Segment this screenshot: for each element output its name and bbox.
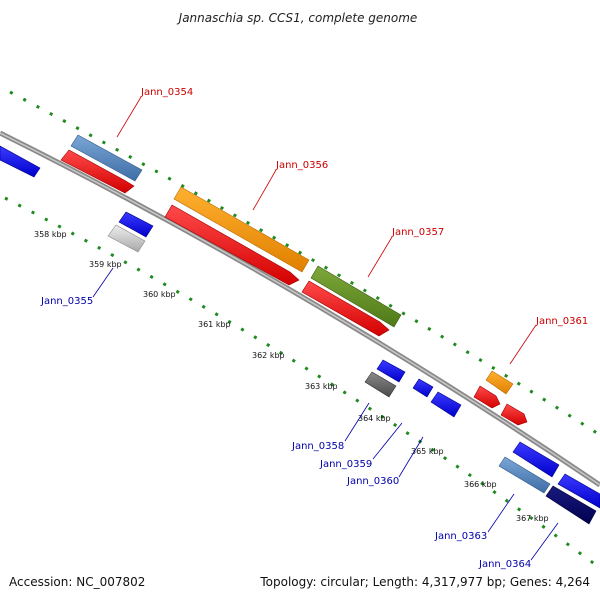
label-jann-0363[interactable]: Jann_0363 (434, 531, 487, 542)
leader-line-jann-0354 (116, 96, 142, 138)
kbp-tick-359: 359 kbp (89, 260, 122, 269)
kbp-tick-365: 365 kbp (411, 447, 444, 456)
kbp-tick-364: 364 kbp (358, 414, 391, 423)
label-jann-0359[interactable]: Jann_0359 (319, 459, 372, 470)
accession-text: Accession: NC_007802 (9, 575, 145, 589)
genome-backbone (0, 130, 600, 488)
kbp-tick-367: 367 kbp (516, 514, 549, 523)
kbp-tick-366: 366 kbp (464, 480, 497, 489)
gene-blue-3[interactable] (512, 441, 560, 478)
label-jann-0361[interactable]: Jann_0361 (535, 316, 588, 327)
label-jann-0360[interactable]: Jann_0360 (346, 476, 399, 487)
genome-backbone-highlight (0, 132, 600, 486)
gene-jann-0356[interactable] (173, 186, 310, 273)
leader-line-jann-0361 (509, 324, 537, 365)
label-jann-0358[interactable]: Jann_0358 (291, 441, 344, 452)
leader-line-jann-0359 (372, 422, 403, 460)
label-jann-0356[interactable]: Jann_0356 (275, 160, 328, 171)
gene-red-arrow-3[interactable] (301, 280, 390, 337)
map-title: Jannaschia sp. CCS1, complete genome (177, 11, 418, 25)
gene-jann-0354[interactable] (70, 134, 143, 182)
gene-jann-0355[interactable] (107, 224, 146, 253)
gene-blue-2[interactable] (376, 359, 406, 383)
kbp-tick-360: 360 kbp (143, 290, 176, 299)
leader-line-jann-0364 (530, 522, 559, 561)
topology-text: Topology: circular; Length: 4,317,977 bp… (259, 575, 590, 589)
gene-red-arrow-5[interactable] (500, 403, 528, 426)
kbp-tick-362: 362 kbp (252, 351, 285, 360)
gene-red-arrow-4[interactable] (473, 385, 501, 409)
label-jann-0364[interactable]: Jann_0364 (478, 559, 531, 570)
label-jann-0354[interactable]: Jann_0354 (140, 87, 193, 98)
gene-jann-0360[interactable] (430, 391, 462, 418)
leader-line-jann-0360 (398, 436, 424, 478)
leader-line-jann-0355 (92, 267, 114, 298)
gene-blue-1[interactable] (118, 211, 154, 238)
inner-dotted-track (4, 196, 600, 570)
kbp-tick-361: 361 kbp (198, 320, 231, 329)
gene-red-arrow-1[interactable] (60, 149, 135, 194)
label-jann-0357[interactable]: Jann_0357 (391, 227, 444, 238)
gene-jann-0364[interactable] (545, 485, 597, 525)
leader-line-jann-0363 (487, 493, 515, 533)
gene-jann-0363[interactable] (498, 456, 551, 494)
leader-line-jann-0357 (367, 236, 393, 278)
gene-jann-0358[interactable] (364, 371, 397, 398)
gene-blue-left-edge[interactable] (0, 145, 41, 178)
gene-jann-0361[interactable] (485, 370, 514, 395)
leader-line-jann-0358 (344, 402, 370, 442)
label-jann-0355[interactable]: Jann_0355 (40, 296, 93, 307)
leader-line-jann-0356 (252, 169, 277, 211)
kbp-tick-358: 358 kbp (34, 230, 67, 239)
gene-blue-4[interactable] (557, 473, 600, 509)
gene-jann-0359[interactable] (412, 378, 434, 398)
gene-jann-0357[interactable] (310, 265, 402, 328)
gene-red-arrow-2[interactable] (164, 204, 300, 286)
kbp-tick-363: 363 kbp (305, 382, 338, 391)
